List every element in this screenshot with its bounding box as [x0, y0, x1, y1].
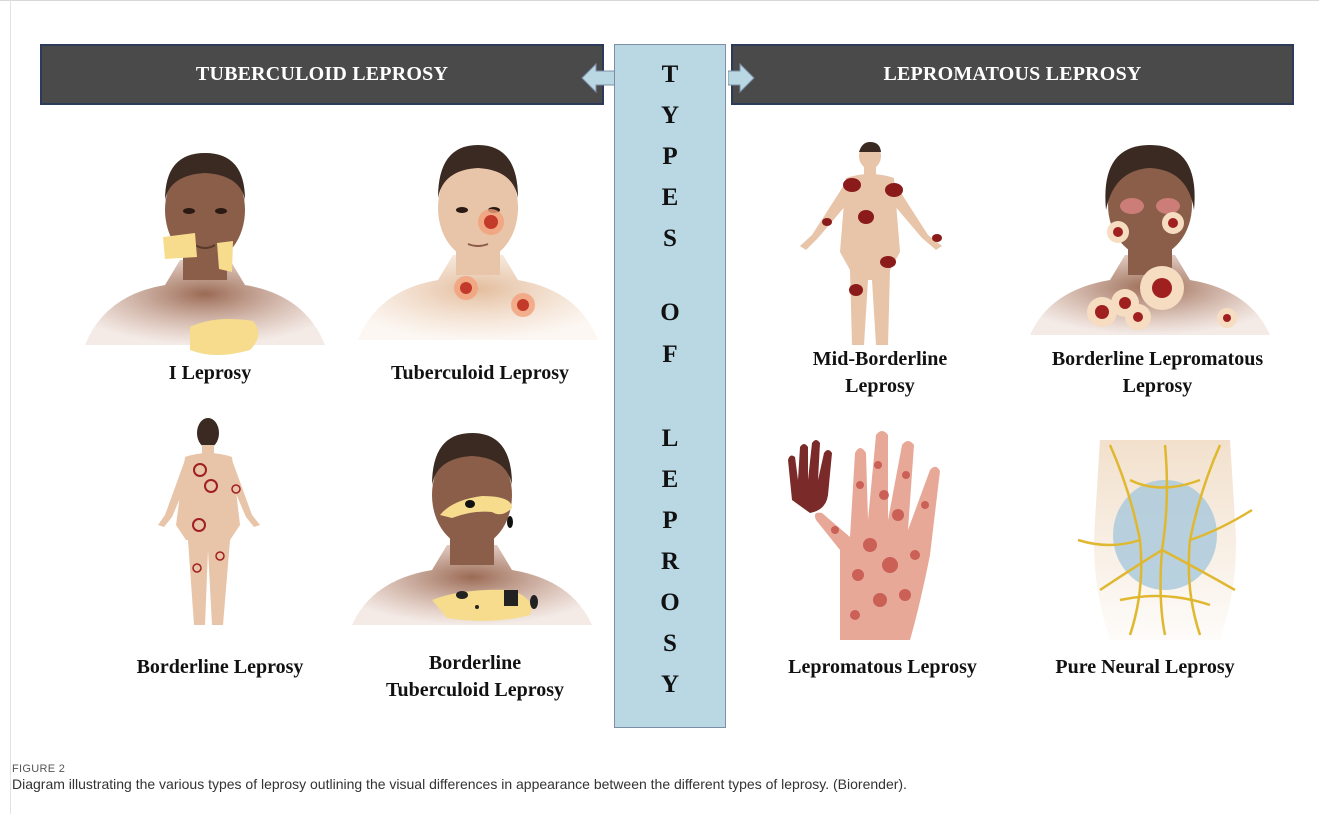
figure-label: FIGURE 2 [12, 763, 65, 775]
mid-borderline-caption: Mid-Borderline Leprosy [770, 346, 990, 400]
borderline-leprosy-illustration [150, 415, 270, 630]
pure-neural-caption: Pure Neural Leprosy [1030, 654, 1260, 681]
lepromatous-banner: LEPROMATOUS LEPROSY [731, 44, 1294, 105]
lepromatous-leprosy-caption: Lepromatous Leprosy [765, 654, 1000, 681]
left-border [10, 0, 11, 814]
pure-neural-illustration [1070, 440, 1260, 640]
caption-line: Leprosy [1025, 373, 1290, 400]
center-letter: O [615, 299, 725, 327]
mid-borderline-illustration [790, 140, 950, 350]
borderline-lepromatous-caption: Borderline Lepromatous Leprosy [1025, 346, 1290, 400]
center-letter: S [615, 225, 725, 253]
center-letter: L [615, 425, 725, 453]
center-letter: E [615, 466, 725, 494]
center-letter: P [615, 507, 725, 535]
center-letter: S [615, 630, 725, 658]
borderline-tuberculoid-illustration [352, 430, 592, 645]
tuberculoid-banner-label: TUBERCULOID LEPROSY [196, 63, 448, 86]
tuberculoid-banner: TUBERCULOID LEPROSY [40, 44, 604, 105]
lepromatous-banner-label: LEPROMATOUS LEPROSY [883, 63, 1141, 86]
right-arrow-icon [728, 58, 756, 98]
caption-line: Pure Neural Leprosy [1030, 654, 1260, 681]
lepromatous-hands-illustration [780, 425, 990, 640]
center-letter: R [615, 548, 725, 576]
caption-line: Tuberculoid Leprosy [350, 677, 600, 704]
center-letter: Y [615, 671, 725, 699]
i-leprosy-illustration [85, 145, 325, 360]
caption-line: Borderline Lepromatous [1025, 346, 1290, 373]
i-leprosy-caption: I Leprosy [90, 360, 330, 387]
top-border [0, 0, 1319, 1]
center-letter: F [615, 341, 725, 369]
figure-caption: Diagram illustrating the various types o… [12, 776, 907, 792]
caption-line: I Leprosy [90, 360, 330, 387]
borderline-tuberculoid-caption: Borderline Tuberculoid Leprosy [350, 650, 600, 704]
center-letter: T [615, 61, 725, 89]
center-letter: O [615, 589, 725, 617]
caption-line: Borderline Leprosy [100, 654, 340, 681]
caption-line: Lepromatous Leprosy [765, 654, 1000, 681]
borderline-lepromatous-illustration [1030, 140, 1270, 350]
center-letter: Y [615, 102, 725, 130]
borderline-leprosy-caption: Borderline Leprosy [100, 654, 340, 681]
caption-line: Mid-Borderline [770, 346, 990, 373]
tuberculoid-leprosy-illustration [358, 140, 598, 355]
center-letter: E [615, 184, 725, 212]
tuberculoid-leprosy-caption: Tuberculoid Leprosy [355, 360, 605, 387]
caption-line: Borderline [350, 650, 600, 677]
caption-line: Tuberculoid Leprosy [355, 360, 605, 387]
center-letter: P [615, 143, 725, 171]
types-of-leprosy-column: T Y P E S O F L E P R O S Y [614, 44, 726, 728]
caption-line: Leprosy [770, 373, 990, 400]
